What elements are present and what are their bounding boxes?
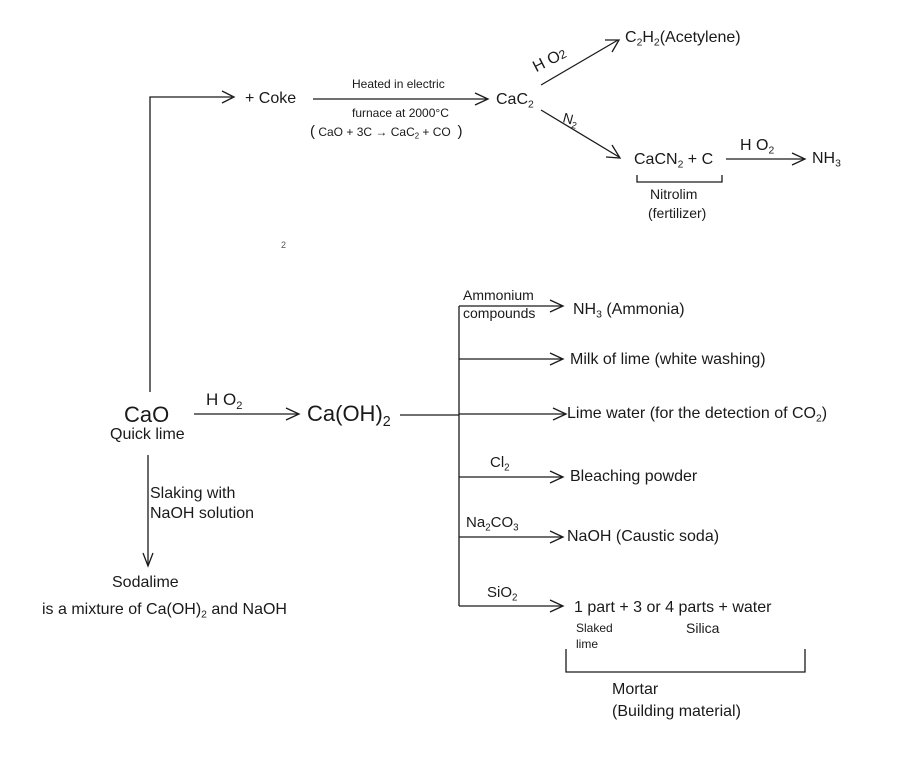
nitrolim-arrow-line [540,109,620,158]
product-caustic-soda: NaOH (Caustic soda) [567,528,720,545]
furnace-label-top: Heated in electric [352,77,445,91]
furnace-arrowhead [474,92,490,106]
slaked-lime-label-line2: lime [576,637,599,651]
soda-ash-reagent-label: Na2CO3 [466,514,519,534]
branch-mortar-arrowhead [549,599,565,613]
product-mortar-recipe: 1 part + 3 or 4 parts + water [574,599,772,616]
sodalime-reagent-line2: NaOH solution [150,505,255,522]
mortar-label: Mortar [612,681,659,698]
slaking-arrowhead [285,407,301,421]
coke-arrowhead [221,90,236,104]
chlorine-reagent-label: Cl2 [490,454,510,474]
branch-bleaching-arrowhead [549,470,565,484]
cao-to-coke-connector [149,96,232,392]
silica-reagent-label: SiO2 [487,584,518,604]
stray-mark: 2 [281,240,287,250]
mortar-bracket [565,649,806,673]
calcium-carbide: CaC2 [496,91,534,111]
nitrolim-arrowhead [605,144,622,159]
acetylene-arrow-line [540,39,619,86]
branch-ammonia-arrowhead [549,299,565,313]
branch-naoh-arrowhead [549,530,565,544]
slaked-lime-label-line1: Slaked [576,621,613,635]
nitrolim-label: Nitrolim [650,186,698,202]
sodalime-reagent-line1: Slaking with [150,485,236,502]
slaking-reagent-label: H O2 [206,390,243,412]
product-bleaching-powder: Bleaching powder [570,468,698,485]
acetylene-product: C2H2(Acetylene) [625,29,741,49]
building-material-label: (Building material) [612,703,741,720]
ammonia-product: NH3 [812,150,841,170]
nitrolim-bracket [636,175,723,183]
ammonium-reagent-line1: Ammonium [463,287,534,303]
branch-limewater-arrowhead [552,407,568,421]
silica-label: Silica [686,620,720,636]
ammonia-arrowhead [791,152,807,166]
acetylene-arrowhead [605,39,621,53]
calcium-oxide: CaO [124,402,170,427]
sodalime-product: Sodalime [112,574,179,591]
carbide-equation: ( CaO + 3C → CaC2 + CO ) [310,123,463,141]
branch-milk-arrowhead [549,352,565,366]
product-milk-of-lime: Milk of lime (white washing) [570,351,766,368]
ammonium-reagent-line2: compounds [463,305,536,321]
calcium-hydroxide: Ca(OH)2 [307,401,391,430]
furnace-label-bottom: furnace at 2000°C [352,106,449,120]
calcium-cyanamide: CaCN2 + C [634,151,714,171]
sodalime-description: is a mixture of Ca(OH)2 and NaOH [42,601,287,621]
fertilizer-label: (fertilizer) [648,205,707,221]
coke-label: + Coke [245,90,297,107]
product-lime-water: Lime water (for the detection of CO2) [567,405,828,425]
sodalime-arrowhead [142,552,154,568]
product-ammonia: NH3 (Ammonia) [573,301,685,321]
quick-lime-label: Quick lime [110,426,185,443]
ammonia-reagent-label: H O2 [740,137,775,157]
